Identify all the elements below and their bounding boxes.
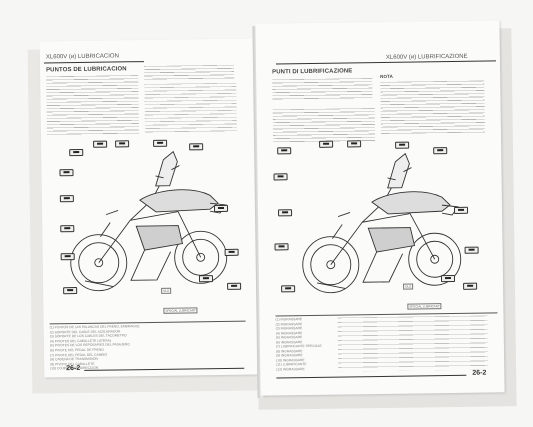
grease-callout-10 [63,287,78,295]
note-box [144,82,237,135]
right-page-number: 26-2 [472,369,487,377]
left-page-number: 26-2 [66,364,81,373]
grease-callout-3 [347,140,362,148]
grease-callout-11 [464,246,479,254]
grease-callout-4 [153,139,168,147]
grease-callout-11 [213,204,229,213]
grease-callout-3 [115,140,130,148]
grease-callout-8 [274,243,289,251]
grease-callout-5 [189,143,204,151]
special-lubricant-label: SPECIAL LUBRICANT [163,307,198,314]
grease-callout-9 [281,285,296,293]
grease-callout-6 [59,169,74,177]
special-lubricant-label: SPECIAL LUBRICANT [407,303,442,310]
grease-callout-4 [395,141,410,149]
grease-callout-1 [69,148,84,157]
right-section-title: PUNTI DI LUBRIFICAZIONE [272,68,353,76]
grease-callout-13 [227,282,242,290]
legend-item: (12) INGRASSARE [276,366,305,371]
right-legend-list: (1) INGRASSARE (2) INGRASSARE (3) INGRAS… [276,317,337,372]
footer-rule [276,374,467,379]
grease-callout-14 [198,275,214,283]
grease-callout-5 [433,147,448,155]
grease-callout-6 [273,173,288,181]
left-body-text-2 [144,64,235,81]
grease-callout-9 [60,253,75,261]
grease-callout-7 [59,195,74,203]
header-rule [43,61,144,64]
right-page: XL600V (ᴎ) LUBRIFICAZIONE PUNTI DI LUBRI… [255,20,505,396]
grease-callout-2 [93,140,108,148]
right-note-text [380,80,485,134]
header-rule [275,60,496,65]
oil-callout-label: OLD [161,287,172,294]
motorcycle-illustration [302,152,462,294]
grease-callout-10 [453,206,469,214]
grease-callout-12 [463,282,478,290]
left-page-header: XL600V (ᴎ) LUBRICACION [45,53,119,61]
left-page: XL600V (ᴎ) LUBRICACION PUNTOS DE LUBRICA… [39,38,261,378]
left-section-title: PUNTOS DE LUBRICACION [46,66,127,74]
right-legend-descriptions [337,315,489,372]
grease-callout-2 [319,140,334,148]
grease-callout-12 [224,248,239,256]
right-body-text-2 [272,108,376,144]
oil-callout-label: OLD [403,283,414,290]
left-body-text [46,75,139,137]
grease-callout-13 [440,274,456,283]
right-page-header: XL600V (ᴎ) LUBRIFICAZIONE [385,53,468,61]
grease-callout-8 [60,225,75,233]
grease-callout-7 [278,209,293,217]
grease-callout-1 [277,147,292,155]
right-note-title: NOTA [380,73,394,79]
right-body-text [272,78,373,102]
motorcycle-illustration [70,150,228,292]
